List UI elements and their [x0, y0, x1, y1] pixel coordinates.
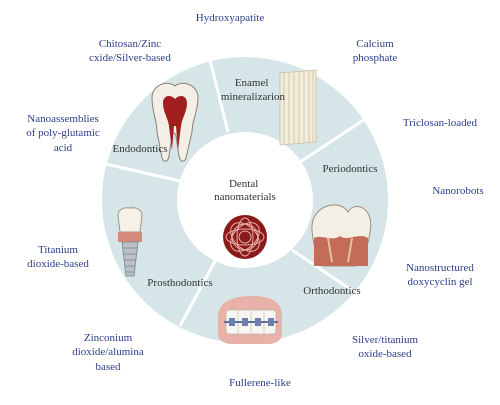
endodontics-label: Endodontics — [113, 143, 168, 155]
titanium-dioxide-label: Titanium dioxide-based — [27, 244, 89, 271]
enamel-rods-icon — [279, 69, 317, 146]
divider-line — [208, 59, 230, 133]
divider-line — [291, 248, 354, 293]
enamel-label: Enamel mineralizarion — [221, 77, 286, 103]
dental-implant-icon — [117, 207, 143, 277]
orthodontics-label: Orthodontics — [303, 285, 360, 297]
divider-line — [299, 117, 366, 164]
nanoassemblies-label: Nanoassemblies of poly-glutamic acid — [26, 113, 100, 154]
nanomaterial-ball-icon — [223, 215, 267, 259]
divider-line — [178, 260, 217, 327]
nanostructured-doxycyclin-label: Nanostructured doxycyclin gel — [406, 262, 474, 289]
divider-line — [105, 162, 181, 183]
hydroxyapatite-label: Hydroxyapatite — [195, 12, 265, 24]
prosthodontics-label: Prosthodontics — [147, 277, 212, 289]
braces-icon — [218, 296, 282, 344]
zirconium-dioxide-label: Zinconium dioxide/alumina based — [72, 332, 144, 373]
segment-dividers — [105, 59, 366, 327]
periodontal-tooth-icon — [311, 204, 372, 267]
calcium-phosphate-label: Calcium phosphate — [352, 38, 398, 65]
silver-titanium-label: Silver/titanium oxide-based — [352, 334, 418, 361]
triclosan-label: Triclosan-loaded — [402, 117, 478, 129]
chitosan-zinc-label: Chitosan/Zinc cxide/Silver-based — [89, 38, 171, 65]
periodontics-label: Periodontics — [323, 163, 378, 175]
nanorobots-label: Nanorobots — [432, 185, 484, 197]
center-label: Dental nanomaterials — [214, 178, 276, 203]
center-disc — [177, 132, 313, 268]
fullerene-label: Fullerene-like — [229, 377, 291, 389]
endodontic-tooth-icon — [151, 82, 199, 162]
